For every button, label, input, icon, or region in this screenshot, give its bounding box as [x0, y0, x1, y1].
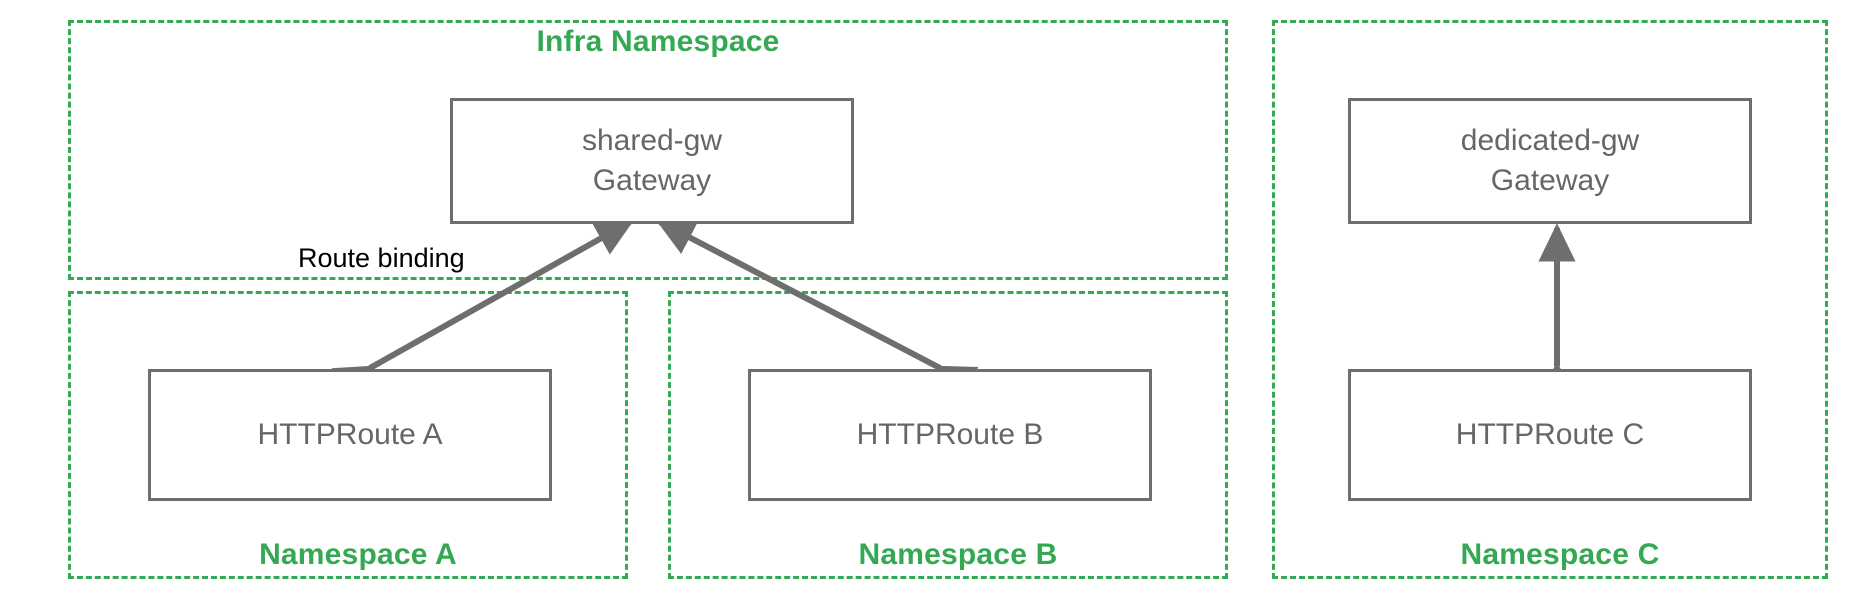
edge-label-route-binding: Route binding [294, 243, 469, 274]
node-dedicated-gw-gateway-label: dedicated-gw Gateway [1460, 124, 1640, 197]
node-shared-gw-gateway[interactable]: shared-gw Gateway [450, 98, 854, 224]
node-shared-gw-gateway-label: shared-gw Gateway [581, 124, 723, 197]
namespace-c-label: Namespace C [1370, 538, 1750, 572]
node-httproute-a-label: HTTPRoute A [257, 418, 443, 452]
node-httproute-b[interactable]: HTTPRoute B [748, 369, 1152, 501]
node-httproute-b-label: HTTPRoute B [856, 418, 1044, 452]
node-httproute-c-label: HTTPRoute C [1455, 418, 1645, 452]
node-httproute-c[interactable]: HTTPRoute C [1348, 369, 1752, 501]
namespace-a-label: Namespace A [168, 538, 548, 572]
namespace-infra-container [68, 20, 1228, 280]
node-httproute-a[interactable]: HTTPRoute A [148, 369, 552, 501]
namespace-b-label: Namespace B [768, 538, 1148, 572]
namespace-infra-label: Infra Namespace [468, 25, 848, 59]
node-dedicated-gw-gateway[interactable]: dedicated-gw Gateway [1348, 98, 1752, 224]
namespace-c-container [1272, 20, 1828, 579]
